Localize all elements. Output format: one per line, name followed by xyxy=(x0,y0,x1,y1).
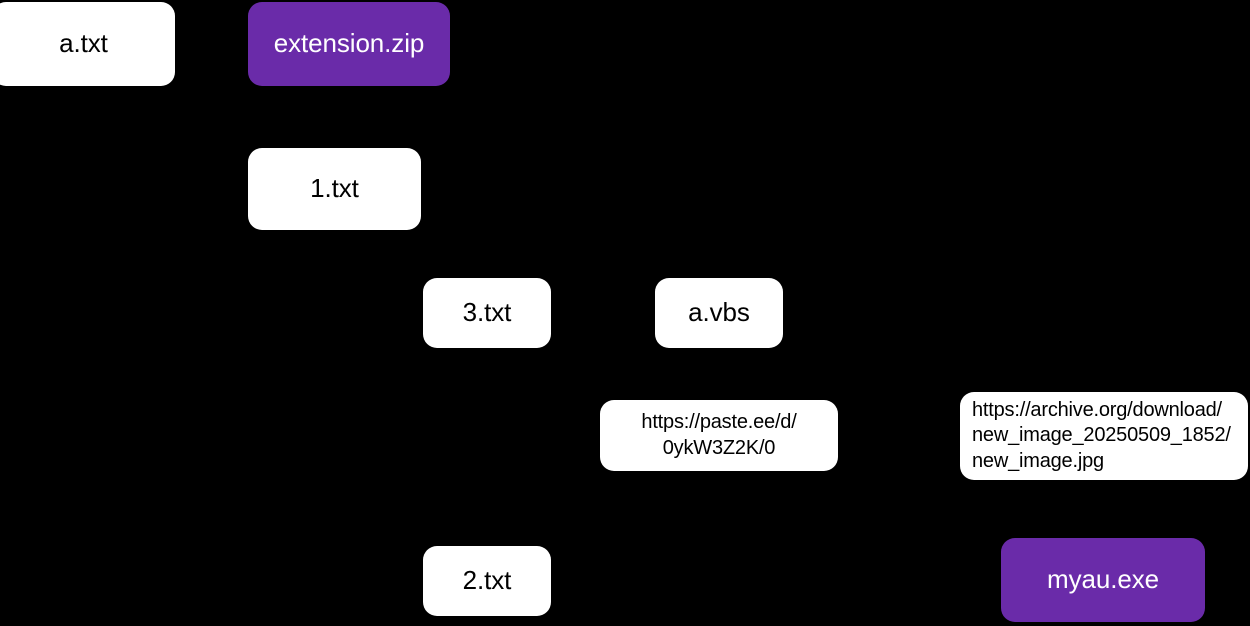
node-3-txt[interactable]: 3.txt xyxy=(423,278,551,348)
node-myau-exe[interactable]: myau.exe xyxy=(1001,538,1205,622)
node-a-txt[interactable]: a.txt xyxy=(0,2,175,86)
node-archive-org-url[interactable]: https://archive.org/download/ new_image_… xyxy=(960,392,1248,480)
node-paste-ee-url[interactable]: https://paste.ee/d/ 0ykW3Z2K/0 xyxy=(600,400,838,471)
node-1-txt[interactable]: 1.txt xyxy=(248,148,421,230)
node-extension-zip[interactable]: extension.zip xyxy=(248,2,450,86)
node-2-txt[interactable]: 2.txt xyxy=(423,546,551,616)
node-a-vbs[interactable]: a.vbs xyxy=(655,278,783,348)
